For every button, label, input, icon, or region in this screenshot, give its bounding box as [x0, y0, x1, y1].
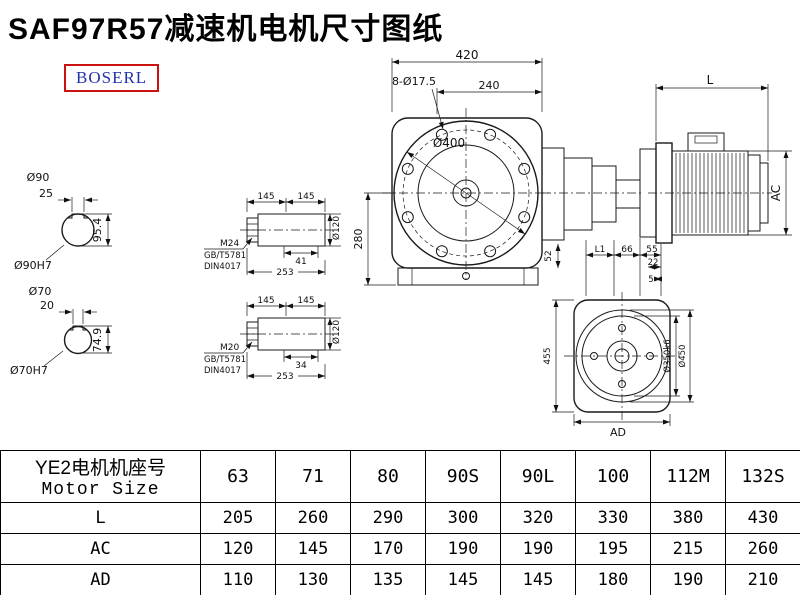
table-row-AD: AD 110 130 135 145 145 180 190 210 [0, 564, 800, 595]
dim-AC: AC [769, 185, 783, 201]
dim-key-width-90: 25 [39, 187, 53, 200]
dim-5: 5 [648, 275, 653, 285]
table-cell: 110 [200, 564, 276, 595]
column-header-90s: 90S [425, 450, 501, 503]
table-row-L: L 205 260 290 300 320 330 380 430 [0, 502, 800, 534]
dim-total-m24: 253 [276, 268, 293, 278]
output-flange-view: 455 Ø350k6 Ø450 AD [543, 292, 694, 439]
label-bolt-holes: 8-Ø17.5 [392, 75, 436, 88]
table-row-AC: AC 120 145 170 190 190 195 215 260 [0, 533, 800, 565]
table-cell: 145 [425, 564, 501, 595]
label-std2-m20: DIN4017 [204, 366, 241, 376]
column-header-80: 80 [350, 450, 426, 503]
dim-dia-120-b: Ø120 [331, 320, 342, 345]
dim-key-height-90: 95.4 [91, 218, 104, 243]
motor-size-table: YE2电机机座号 Motor Size 63 71 80 90S 90L 100… [0, 450, 800, 595]
table-cell: 215 [650, 533, 726, 565]
label-thread-m24: M24 [220, 239, 239, 249]
page-title: SAF97R57减速机电机尺寸图纸 [8, 13, 444, 46]
dim-len2-m20: 145 [297, 296, 314, 306]
label-std2-m24: DIN4017 [204, 262, 241, 272]
dim-shaft-dia-90: Ø90 [27, 171, 50, 184]
table-cell: 205 [200, 502, 276, 534]
brand-logo: BOSERL [64, 64, 160, 92]
column-header-132s: 132S [725, 450, 800, 503]
column-header-100: 100 [575, 450, 651, 503]
dim-shaft-dia-70: Ø70 [29, 285, 52, 298]
gear-unit-section [541, 147, 644, 241]
dim-fit-70: Ø70H7 [10, 364, 48, 377]
dim-dia-450: Ø450 [677, 345, 688, 368]
table-cell: 180 [575, 564, 651, 595]
dim-AD: AD [610, 426, 626, 439]
column-header-112m: 112M [650, 450, 726, 503]
table-cell: 145 [500, 564, 576, 595]
row-label-AC: AC [0, 533, 201, 565]
dim-key-width-70: 20 [40, 299, 54, 312]
dim-sublen-m24: 41 [295, 257, 306, 267]
table-cell: 260 [275, 502, 351, 534]
dim-len1-m20: 145 [257, 296, 274, 306]
dim-455: 455 [543, 347, 553, 364]
header-label-cn: YE2电机机座号 [35, 458, 166, 479]
table-cell: 190 [650, 564, 726, 595]
dim-240: 240 [479, 79, 500, 92]
dim-flange-dia-400: Ø400 [433, 136, 465, 150]
header-label-en: Motor Size [41, 480, 160, 500]
shaft-view-m20: 145 145 Ø120 M20 GB/T5781 DIN4017 34 253 [204, 296, 342, 382]
label-thread-m20: M20 [220, 343, 239, 353]
table-cell: 190 [500, 533, 576, 565]
table-cell: 130 [275, 564, 351, 595]
table-cell: 260 [725, 533, 800, 565]
label-std1-m20: GB/T5781 [204, 355, 246, 365]
table-cell: 120 [200, 533, 276, 565]
technical-drawing: 25 Ø90 95.4 Ø90H7 20 Ø70 74.9 Ø70H7 [10, 48, 792, 439]
dim-420: 420 [456, 48, 479, 62]
dim-dia-120-a: Ø120 [331, 216, 342, 241]
table-cell: 210 [725, 564, 800, 595]
dim-key-height-70: 74.9 [91, 328, 104, 353]
table-cell: 320 [500, 502, 576, 534]
dim-dia-350: Ø350k6 [662, 339, 673, 372]
table-cell: 135 [350, 564, 426, 595]
label-std1-m24: GB/T5781 [204, 251, 246, 261]
dim-len2-m24: 145 [297, 192, 314, 202]
table-cell: 330 [575, 502, 651, 534]
main-front-view: Ø400 420 240 8-Ø17.5 280 52 [352, 48, 561, 286]
dim-sublen-m20: 34 [295, 361, 307, 371]
table-cell: 190 [425, 533, 501, 565]
row-label-L: L [0, 502, 201, 534]
dim-len1-m24: 145 [257, 192, 274, 202]
dim-fit-90: Ø90H7 [14, 259, 52, 272]
dim-total-m20: 253 [276, 372, 293, 382]
row-label-AD: AD [0, 564, 201, 595]
table-cell: 430 [725, 502, 800, 534]
shaft-view-m24: 145 145 Ø120 M24 GB/T5781 DIN4017 41 253 [204, 192, 342, 278]
table-cell: 145 [275, 533, 351, 565]
column-header-71: 71 [275, 450, 351, 503]
table-cell: 290 [350, 502, 426, 534]
dim-66: 66 [621, 245, 633, 255]
shaft-section-90: 25 Ø90 95.4 Ø90H7 [14, 171, 112, 272]
table-header-row: YE2电机机座号 Motor Size 63 71 80 90S 90L 100… [0, 450, 800, 503]
table-cell: 195 [575, 533, 651, 565]
motor-size-header-cell: YE2电机机座号 Motor Size [0, 450, 201, 503]
dim-52: 52 [544, 250, 554, 261]
dim-22: 22 [648, 258, 659, 268]
table-cell: 380 [650, 502, 726, 534]
dim-280: 280 [352, 229, 365, 250]
motor-side-view: L AC L1 66 55 22 5 [585, 73, 792, 296]
dim-L1: L1 [595, 245, 606, 255]
column-header-90l: 90L [500, 450, 576, 503]
table-cell: 170 [350, 533, 426, 565]
shaft-section-70: 20 Ø70 74.9 Ø70H7 [10, 285, 112, 377]
dim-55: 55 [646, 245, 657, 255]
column-header-63: 63 [200, 450, 276, 503]
dim-L: L [707, 73, 714, 87]
table-cell: 300 [425, 502, 501, 534]
